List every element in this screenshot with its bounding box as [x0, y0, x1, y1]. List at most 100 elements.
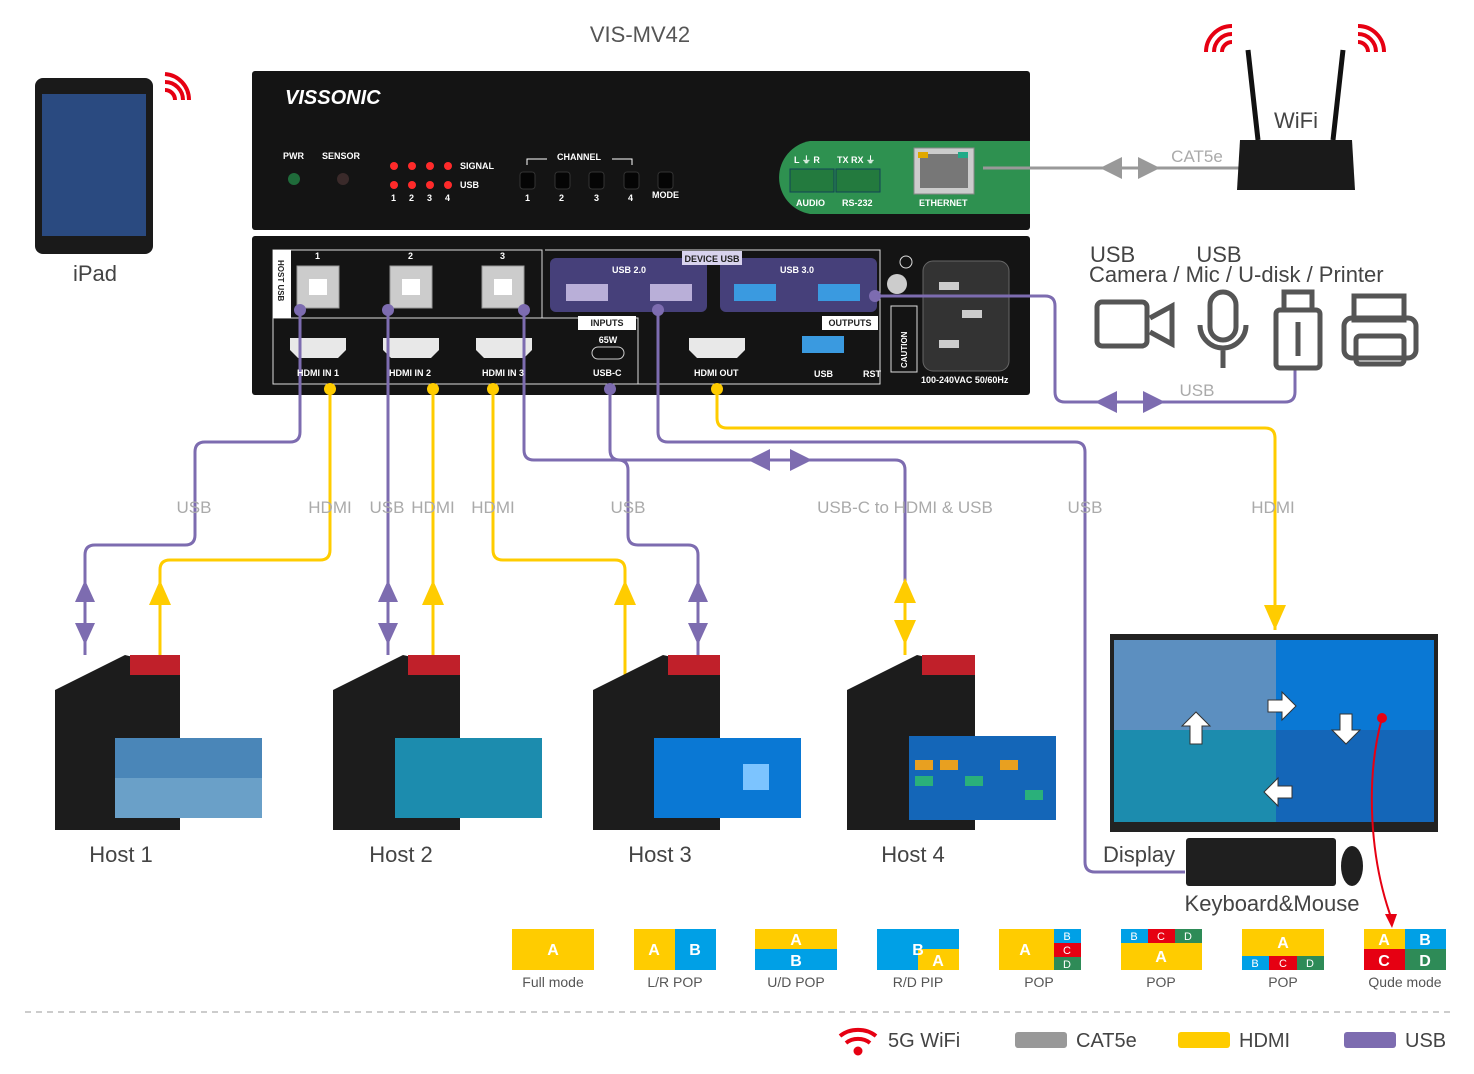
audio-pins-label: L ⏚ R [794, 155, 820, 165]
svg-text:B: B [1419, 932, 1431, 949]
svg-text:B: B [1251, 958, 1258, 970]
rs232-terminal [835, 168, 881, 193]
hdmi-out-port [689, 338, 745, 358]
host-usb-number: 1 [315, 251, 320, 261]
channel-number: 4 [628, 193, 633, 203]
hdmi-in-1-label: HDMI IN 1 [297, 368, 339, 378]
device-usb-label: DEVICE USB [684, 254, 740, 264]
wifi-icon [838, 1027, 878, 1056]
rs232-pins-label: TX RX ⏚ [837, 155, 875, 165]
cable-label: USB-C to HDMI & USB [817, 498, 993, 517]
host-1-label: Host 1 [89, 842, 153, 867]
mode-pop-top: B C D A POP [1121, 929, 1202, 990]
wifi-icon [1204, 24, 1386, 53]
cable-label: USB [370, 498, 405, 517]
hdmi-cable-host1 [158, 389, 332, 655]
legend: 5G WiFi CAT5e HDMI USB [838, 1027, 1446, 1056]
front-panel: VISSONIC PWR SENSOR SIGNAL USB 1 2 3 4 C… [252, 71, 1030, 230]
printer-icon [1341, 293, 1419, 367]
host-2-label: Host 2 [369, 842, 433, 867]
usb20-port-2 [650, 284, 692, 301]
mode-label: Full mode [522, 974, 584, 990]
ground-icon [899, 255, 913, 269]
ir-sensor [337, 173, 349, 185]
mode-button[interactable] [657, 171, 674, 190]
led-number: 1 [391, 193, 396, 203]
host-1: Host 1 [55, 655, 262, 867]
hdmi-in-2-port [383, 338, 439, 358]
inputs-label: INPUTS [590, 318, 623, 328]
usbc-watt-label: 65W [599, 335, 618, 345]
usbc-port [591, 346, 625, 360]
mode-label: L/R POP [647, 974, 702, 990]
mode-ud-pop: A B U/D POP [755, 929, 837, 990]
host-4: Host 4 [847, 655, 1056, 867]
usb30-port-2 [818, 284, 860, 301]
wifi-label: WiFi [1274, 108, 1318, 133]
host-usb-number: 2 [408, 251, 413, 261]
rear-panel: HOST USB 1 2 3 DEVICE USB USB 2.0 USB 3.… [252, 236, 1030, 395]
channel-3-button[interactable] [588, 171, 605, 190]
svg-text:B: B [790, 953, 802, 970]
legend-usb-swatch [1344, 1032, 1396, 1048]
svg-text:D: D [1184, 931, 1192, 943]
legend-wifi-label: 5G WiFi [888, 1030, 960, 1052]
usb-cable-host3 [522, 310, 700, 655]
mode-rd-pip: B A R/D PIP [877, 929, 959, 990]
channel-2-button[interactable] [554, 171, 571, 190]
microphone-icon [1197, 289, 1249, 368]
mode-label: MODE [652, 190, 679, 200]
usb-out-label: USB [814, 369, 834, 379]
cable-label: HDMI [1251, 498, 1294, 517]
pwr-label: PWR [283, 151, 304, 161]
usb-cable-host1 [83, 310, 302, 655]
svg-text:A: A [790, 932, 802, 949]
power-label: 100-240VAC 50/60Hz [921, 375, 1009, 385]
legend-cat5e-label: CAT5e [1076, 1030, 1137, 1052]
channel-4-button[interactable] [623, 171, 640, 190]
svg-text:C: C [1378, 953, 1390, 970]
channel-1-button[interactable] [519, 171, 536, 190]
host-3: Host 3 [593, 655, 801, 867]
wifi-router: WiFi [1204, 24, 1386, 190]
host-3-label: Host 3 [628, 842, 692, 867]
mode-label: R/D PIP [893, 974, 944, 990]
cable-label: HDMI [411, 498, 454, 517]
usb-cable-peripherals [875, 294, 1297, 404]
hdmi-out-label: HDMI OUT [694, 368, 739, 378]
svg-text:A: A [1019, 942, 1031, 959]
sensor-label: SENSOR [322, 151, 361, 161]
ground-screw [887, 274, 907, 294]
status-leds [390, 162, 452, 189]
svg-text:C: C [1063, 945, 1071, 957]
usb-cable-keyboard [656, 310, 1185, 874]
legend-usb-label: USB [1405, 1030, 1446, 1052]
brand-logo: VISSONIC [285, 87, 381, 109]
legend-cat5e-swatch [1015, 1032, 1067, 1048]
usb20-port-1 [566, 284, 608, 301]
mode-label: POP [1268, 974, 1298, 990]
display: Display [1103, 634, 1438, 928]
mode-pop-right: A B C D POP [999, 929, 1081, 990]
mode-label: POP [1146, 974, 1176, 990]
usb-out-port [802, 336, 844, 353]
usb-drive-icon [1273, 289, 1323, 371]
display-label: Display [1103, 842, 1175, 867]
ipad: iPad [35, 72, 192, 286]
mode-full: A Full mode [512, 929, 594, 990]
svg-text:D: D [1419, 953, 1431, 970]
svg-text:D: D [1063, 959, 1071, 971]
usb-led-label: USB [460, 180, 480, 190]
reset-label: RST [863, 369, 882, 379]
signal-label: SIGNAL [460, 161, 495, 171]
svg-text:A: A [1378, 932, 1390, 949]
rs232-label: RS-232 [842, 198, 873, 208]
svg-text:A: A [1155, 949, 1167, 966]
channel-label: CHANNEL [557, 152, 602, 162]
svg-text:A: A [547, 942, 559, 959]
led-number: 4 [445, 193, 450, 203]
legend-hdmi-label: HDMI [1239, 1030, 1290, 1052]
hdmi-in-2-label: HDMI IN 2 [389, 368, 431, 378]
product-title: VIS-MV42 [590, 22, 690, 47]
